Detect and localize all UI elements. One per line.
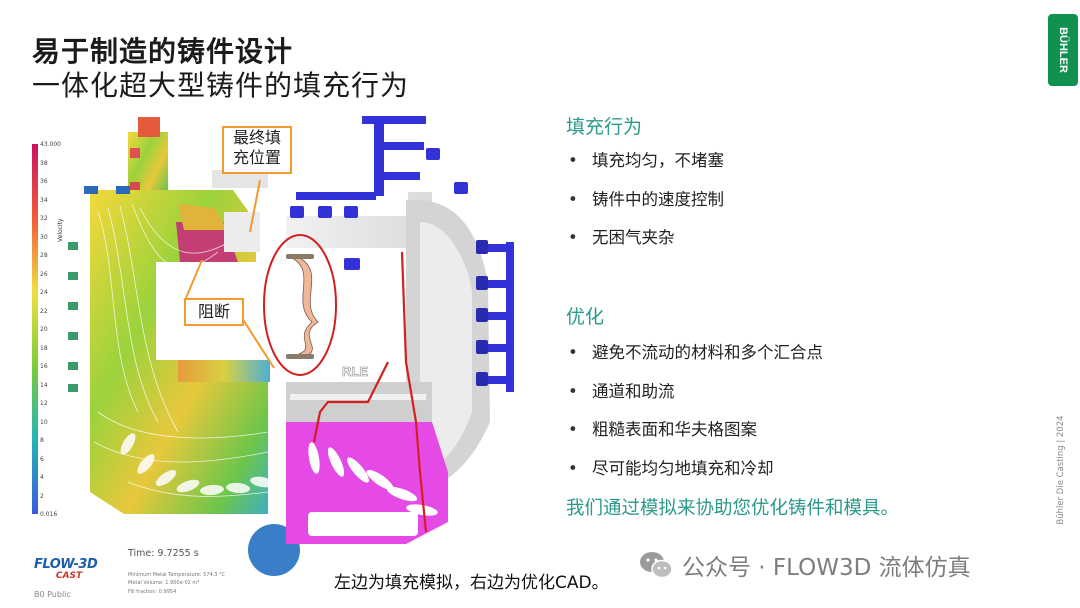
summary-statement: 我们通过模拟来协助您优化铸件和模具。: [566, 498, 900, 519]
fill-simulation: [68, 117, 300, 576]
image-caption: 左边为填充模拟，右边为优化CAD。: [334, 573, 609, 593]
buhler-logo: BÜHLER: [1048, 14, 1078, 86]
callout-final-fill-position: 最终填 充位置: [222, 126, 292, 174]
colorbar-tick-label: 32: [40, 215, 48, 222]
colorbar-tick-label: 2: [40, 492, 44, 500]
colorbar-tick-label: 6: [40, 455, 44, 463]
colorbar-tick-label: 18: [40, 344, 48, 352]
flow3d-logo-line1: FLOW-3D: [34, 557, 98, 572]
colorbar-tick-label: 28: [40, 252, 48, 259]
classification-footer: B0 Public: [34, 590, 71, 599]
colorbar-tick-label: 38: [40, 159, 48, 167]
list-item: 铸件中的速度控制: [566, 189, 724, 228]
colorbar-tick-label: 10: [40, 418, 48, 426]
list-item: 无困气夹杂: [566, 227, 724, 266]
colorbar-tick-label: 16: [40, 363, 48, 370]
list-item: 粗糙表面和华夫格图案: [566, 419, 823, 458]
colorbar-tick-label: 30: [40, 233, 48, 241]
callout-final-arrow: [249, 179, 261, 233]
list-item: 通道和助流: [566, 381, 823, 420]
colorbar-tick-label: 8: [40, 437, 44, 444]
colorbar-tick-label: 36: [40, 178, 48, 185]
colorbar-tick-label: 26: [40, 270, 48, 278]
colorbar-tick-label: 20: [40, 326, 48, 333]
colorbar-tick-label: 22: [40, 307, 48, 315]
colorbar-tick-label: 24: [40, 289, 48, 296]
fill-behavior-list: 填充均匀，不堵塞 铸件中的速度控制 无困气夹杂: [566, 150, 724, 266]
callout-block-arrow-up: [185, 259, 203, 299]
simulation-info-volume: Metal Volume: 1.900e-02 m³: [128, 580, 200, 586]
callout-blockage: 阻断: [184, 298, 244, 326]
slide-subtitle: 一体化超大型铸件的填充行为: [32, 69, 410, 102]
simulation-cad-image: Velocity: [32, 116, 514, 576]
optimization-heading: 优化: [566, 306, 605, 328]
watermark-text: 公众号 · FLOW3D 流体仿真: [682, 555, 971, 581]
list-item: 尽可能均匀地填充和冷却: [566, 458, 823, 497]
simulation-info-temp: Minimum Metal Temperature: 574.3 °C: [128, 572, 225, 578]
list-item: 填充均匀，不堵塞: [566, 150, 724, 189]
side-note: Bühler Die Casting | 2024: [1046, 380, 1076, 560]
colorbar-tick-label: 4: [40, 474, 44, 481]
colorbar-title: Velocity: [57, 218, 64, 242]
optimized-cad: [263, 116, 514, 544]
velocity-colorbar: [32, 144, 38, 514]
simulation-info-fraction: Fill fraction: 0.9954: [128, 589, 177, 595]
optimization-list: 避免不流动的材料和多个汇合点 通道和助流 粗糙表面和华夫格图案 尽可能均匀地填充…: [566, 342, 823, 496]
colorbar-tick-label: 0.016: [40, 511, 58, 518]
buhler-logo-text: BÜHLER: [1057, 27, 1070, 73]
flow3d-logo-line2: CAST: [55, 571, 83, 581]
side-note-text: Bühler Die Casting | 2024: [1056, 415, 1066, 525]
flow3d-cast-logo: FLOW-3D CAST: [34, 558, 104, 584]
colorbar-tick-label: 14: [40, 381, 48, 389]
colorbar-tick-label: 34: [40, 196, 48, 204]
colorbar-tick-label: 12: [40, 400, 48, 407]
fill-behavior-heading: 填充行为: [566, 116, 643, 138]
list-item: 避免不流动的材料和多个汇合点: [566, 342, 823, 381]
wechat-watermark: 公众号 · FLOW3D 流体仿真: [638, 548, 971, 582]
callout-final-line2: 充位置: [232, 148, 281, 167]
callout-final-line1: 最终填: [232, 128, 281, 147]
slide-title: 易于制造的铸件设计: [32, 35, 294, 68]
callout-block-arrow-down: [241, 317, 275, 369]
rle-label: RLE: [342, 364, 368, 379]
simulation-time: Time: 9.7255 s: [128, 548, 199, 559]
wechat-icon: [640, 552, 673, 579]
colorbar-tick-label: 43.000: [40, 141, 61, 148]
